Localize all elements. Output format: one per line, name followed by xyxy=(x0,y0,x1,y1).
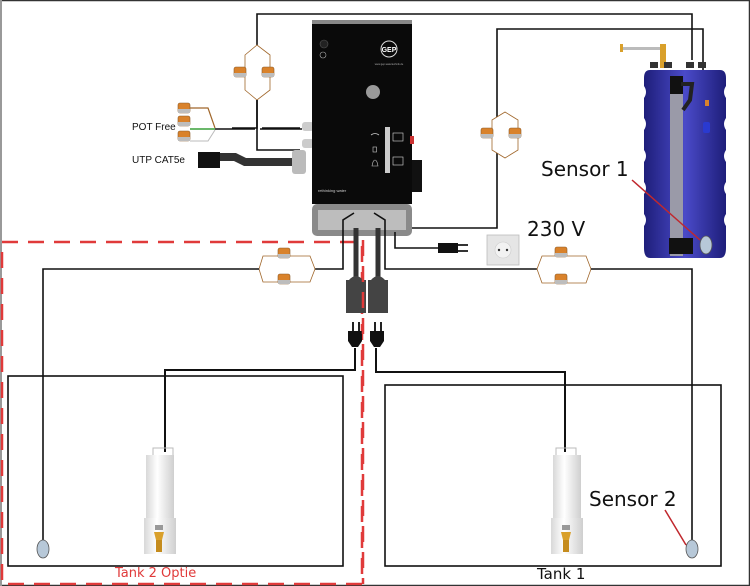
wire-sensor-tank1 xyxy=(591,268,693,540)
glass-icon xyxy=(372,146,377,153)
pump-tank2 xyxy=(144,447,176,554)
gep-logo-icon xyxy=(380,40,398,58)
tank-level-icon-1 xyxy=(392,132,404,142)
socket-connector-left xyxy=(346,276,366,313)
float-sensor-tank-main xyxy=(699,235,713,255)
pump-tank1 xyxy=(551,447,583,554)
tank1-outline xyxy=(384,384,722,567)
wire-power xyxy=(394,232,440,249)
utp-cat5e-label: UTP CAT5e xyxy=(132,155,185,166)
status-display-strip xyxy=(385,127,390,173)
tank2-option-boundary xyxy=(0,240,364,586)
tank2-outline xyxy=(7,375,344,567)
pump-wire-tank1 xyxy=(375,348,566,452)
tank1-label: Tank 1 xyxy=(537,565,586,583)
rainwater-tank xyxy=(620,44,726,258)
pot-free-brown-wire xyxy=(190,107,216,129)
power-switch-icon xyxy=(319,39,329,49)
plug-pump-tank1 xyxy=(370,322,384,347)
utp-plug xyxy=(198,152,220,168)
brand-website: www.gep-watertechnik.de xyxy=(375,63,404,66)
sensor1-label: Sensor 1 xyxy=(541,157,629,181)
bell-icon xyxy=(371,159,379,167)
brand-tagline: rethinking water xyxy=(318,188,347,193)
float-sensor-tank2 xyxy=(36,539,50,559)
control-knob xyxy=(366,85,380,99)
wifi-icon xyxy=(370,133,380,136)
plug-pump-tank2 xyxy=(348,322,362,347)
socket-connector-right xyxy=(368,276,388,313)
power-plug xyxy=(438,243,468,253)
splice-junction-right xyxy=(491,111,519,159)
float-sensor-tank1 xyxy=(685,539,699,559)
gep-controller: GEP www.gep-watertechnik.de rethinking w… xyxy=(312,20,422,236)
sensor1-pointer xyxy=(631,179,701,241)
voltage-label: 230 V xyxy=(527,217,586,241)
splice-junction-bottom-left xyxy=(258,255,316,283)
pump-wire-tank2 xyxy=(164,348,356,452)
sensor2-pointer xyxy=(664,509,687,546)
tank-level-icon-2 xyxy=(392,156,404,166)
brand-logo: GEP xyxy=(382,47,397,54)
refresh-icon xyxy=(319,51,327,59)
wall-socket xyxy=(486,234,520,266)
wire-sensor-tank2 xyxy=(42,268,259,540)
wire-top-loop xyxy=(256,13,693,60)
sensor2-label: Sensor 2 xyxy=(589,487,677,511)
pot-free-grey-wire xyxy=(190,129,216,142)
pot-free-label: POT Free xyxy=(132,122,176,133)
tank2-option-label: Tank 2 Optie xyxy=(115,566,197,581)
utp-cable xyxy=(220,153,300,166)
wire-sensor2-left xyxy=(315,212,355,270)
wire-sensor2-right xyxy=(373,212,537,270)
